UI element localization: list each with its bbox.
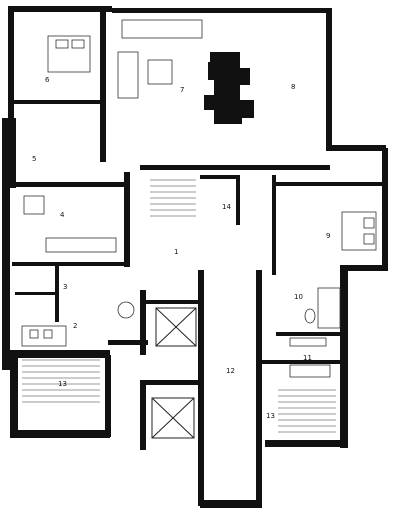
- sofa-room-7: [117, 19, 203, 99]
- room-label-13a: 13: [58, 380, 67, 388]
- room-label-10: 10: [294, 293, 303, 301]
- room-label-8: 8: [291, 83, 295, 91]
- room-labels: 1 2 3 4 5 6 7 8 9 10 11 12 13 13 14: [32, 76, 330, 420]
- desk-room-11: [289, 337, 331, 378]
- room-label-4: 4: [60, 211, 65, 219]
- elevator-upper: [155, 307, 197, 347]
- fireplace-block: [204, 52, 254, 124]
- stairs-right: [278, 389, 336, 433]
- room-label-9: 9: [326, 232, 330, 240]
- room-label-1: 1: [174, 248, 178, 256]
- elevator-lower: [151, 397, 195, 439]
- bed-room-9: [341, 211, 377, 251]
- room-label-5: 5: [32, 155, 36, 163]
- room-label-11: 11: [303, 354, 312, 362]
- bed-room-6: [47, 35, 91, 73]
- kitchen-room-2: [21, 301, 135, 347]
- room-label-2: 2: [73, 322, 77, 330]
- room-label-7: 7: [180, 86, 184, 94]
- room-label-14: 14: [222, 203, 231, 211]
- table-room-4: [23, 195, 117, 253]
- bath-room-10: [304, 287, 341, 329]
- interior-walls: [12, 12, 382, 450]
- room-label-3: 3: [63, 283, 67, 291]
- room-label-12: 12: [226, 367, 235, 375]
- room-label-13b: 13: [266, 412, 275, 420]
- outer-walls: [2, 6, 388, 508]
- stairs-left: [22, 359, 100, 403]
- stairs-hall: [150, 179, 196, 217]
- room-label-6: 6: [45, 76, 50, 84]
